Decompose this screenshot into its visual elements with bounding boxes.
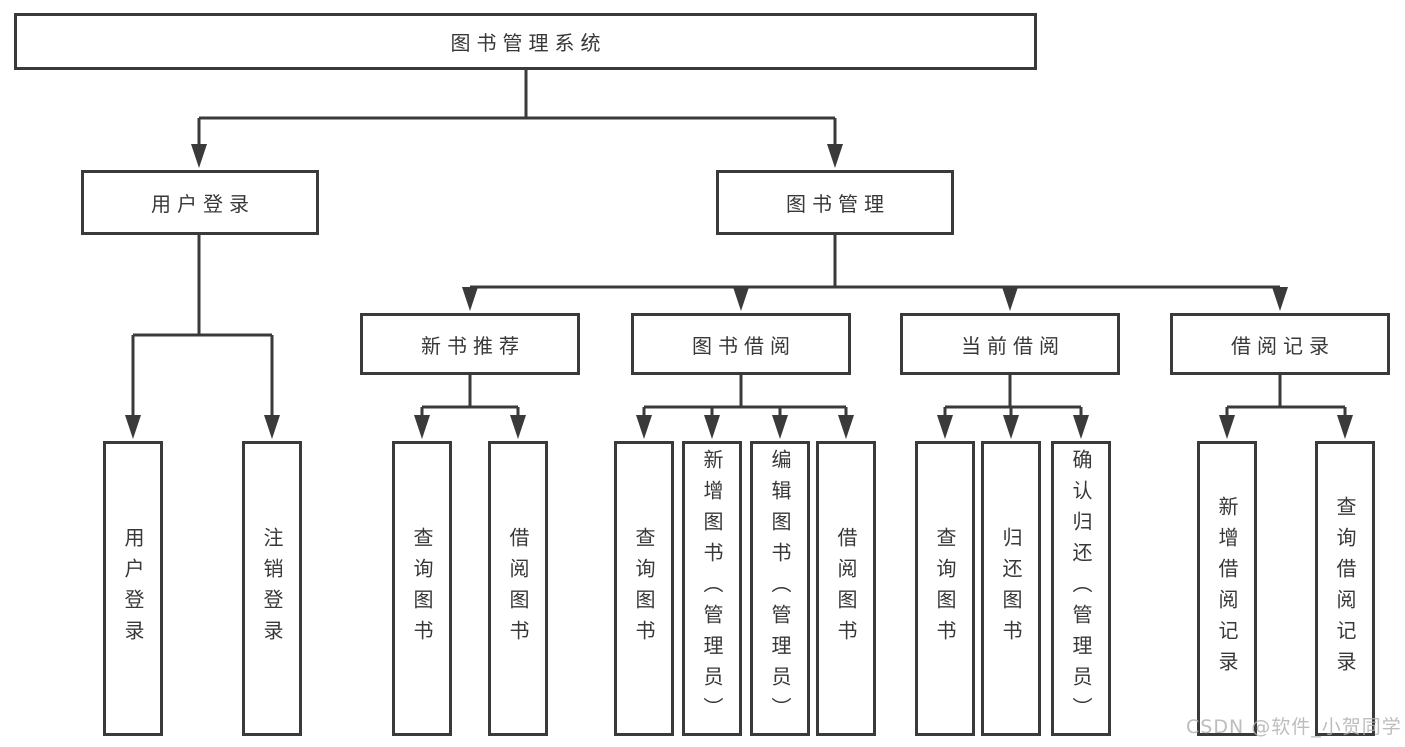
arrowhead [772, 415, 788, 439]
leaf-return-book: 归还图书 [981, 441, 1041, 736]
arrowhead [191, 144, 207, 168]
leaf-query-books-borrow: 查询图书 [614, 441, 674, 736]
leaf-user-login: 用户登录 [103, 441, 163, 736]
node-new-book-recommend: 新书推荐 [360, 313, 580, 375]
arrowhead [1272, 287, 1288, 311]
arrowhead [1002, 287, 1018, 311]
leaf-add-borrow-record: 新增借阅记录 [1197, 441, 1257, 736]
arrowhead [704, 415, 720, 439]
node-user-login: 用户登录 [81, 170, 319, 235]
arrowhead [510, 415, 526, 439]
arrowhead [1219, 415, 1235, 439]
leaf-query-books-recommend: 查询图书 [392, 441, 452, 736]
leaf-edit-book-admin: 编辑图书（管理员） [750, 441, 810, 736]
arrowhead [838, 415, 854, 439]
arrowhead [125, 415, 141, 439]
node-borrow-records: 借阅记录 [1170, 313, 1390, 375]
arrowhead [1073, 415, 1089, 439]
arrowhead [636, 415, 652, 439]
leaf-confirm-return-admin: 确认归还（管理员） [1051, 441, 1111, 736]
arrowhead [827, 144, 843, 168]
arrowhead [1337, 415, 1353, 439]
arrowhead [264, 415, 280, 439]
arrowheads [125, 144, 1353, 439]
arrowhead [414, 415, 430, 439]
node-system-root: 图书管理系统 [14, 13, 1037, 70]
node-book-borrowing: 图书借阅 [631, 313, 851, 375]
arrowhead [462, 287, 478, 311]
leaf-borrow-books: 借阅图书 [816, 441, 876, 736]
arrowhead [733, 287, 749, 311]
leaf-query-borrow-record: 查询借阅记录 [1315, 441, 1375, 736]
leaf-query-books-current: 查询图书 [915, 441, 975, 736]
leaf-add-book-admin: 新增图书（管理员） [682, 441, 742, 736]
node-current-borrowing: 当前借阅 [900, 313, 1120, 375]
node-book-management: 图书管理 [716, 170, 954, 235]
leaf-logout: 注销登录 [242, 441, 302, 736]
arrowhead [937, 415, 953, 439]
leaf-borrow-books-recommend: 借阅图书 [488, 441, 548, 736]
arrowhead [1003, 415, 1019, 439]
